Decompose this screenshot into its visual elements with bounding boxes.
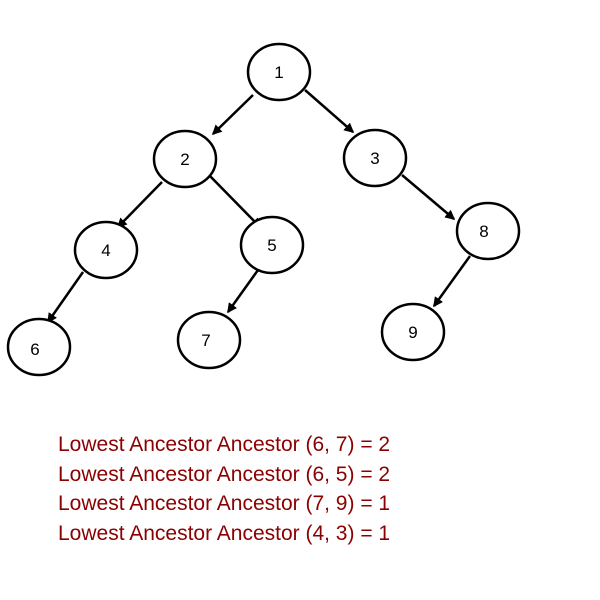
node-circle bbox=[455, 201, 521, 261]
node-circle bbox=[380, 302, 446, 362]
lca-result-line: Lowest Ancestor Ancestor (6, 5) = 2 bbox=[58, 462, 391, 486]
tree-node-3: 3 bbox=[342, 128, 408, 188]
node-circle bbox=[6, 317, 72, 377]
node-label: 4 bbox=[101, 241, 110, 260]
edge-3-to-8 bbox=[401, 174, 456, 220]
tree-node-4: 4 bbox=[73, 220, 139, 280]
tree-node-2: 2 bbox=[152, 129, 218, 189]
lca-result-line: Lowest Ancestor Ancestor (4, 3) = 1 bbox=[58, 521, 391, 545]
lca-result-line: Lowest Ancestor Ancestor (6, 7) = 2 bbox=[58, 433, 391, 456]
edge-1-to-2 bbox=[211, 94, 254, 136]
edge-8-to-9 bbox=[432, 255, 472, 308]
edge-4-to-6 bbox=[46, 271, 85, 324]
tree-node-8: 8 bbox=[455, 201, 521, 261]
node-circle bbox=[239, 215, 305, 275]
tree-node-9: 9 bbox=[380, 302, 446, 362]
node-circle bbox=[246, 42, 312, 102]
node-circle bbox=[176, 310, 242, 370]
node-label: 9 bbox=[408, 323, 417, 342]
lca-result-line: Lowest Ancestor Ancestor (7, 9) = 1 bbox=[58, 492, 391, 515]
node-label: 5 bbox=[267, 236, 276, 255]
node-label: 2 bbox=[180, 150, 189, 169]
tree-node-7: 7 bbox=[176, 310, 242, 370]
tree-node-6: 6 bbox=[6, 317, 72, 377]
node-circle bbox=[342, 128, 408, 188]
node-circle bbox=[152, 129, 218, 189]
edge-5-to-7 bbox=[226, 269, 260, 314]
lca-results: Lowest Ancestor Ancestor (6, 7) = 2 Lowe… bbox=[58, 430, 578, 548]
edge-2-to-5 bbox=[207, 173, 262, 229]
edge-1-to-3 bbox=[304, 89, 355, 133]
tree-node-5: 5 bbox=[239, 215, 305, 275]
tree-node-1: 1 bbox=[246, 42, 312, 102]
node-label: 3 bbox=[370, 149, 379, 168]
node-label: 8 bbox=[479, 222, 488, 241]
edge-2-to-4 bbox=[116, 181, 163, 229]
tree-edges bbox=[46, 89, 472, 324]
node-label: 7 bbox=[201, 331, 210, 350]
node-circle bbox=[73, 220, 139, 280]
node-label: 1 bbox=[274, 63, 283, 82]
node-label: 6 bbox=[30, 340, 39, 359]
